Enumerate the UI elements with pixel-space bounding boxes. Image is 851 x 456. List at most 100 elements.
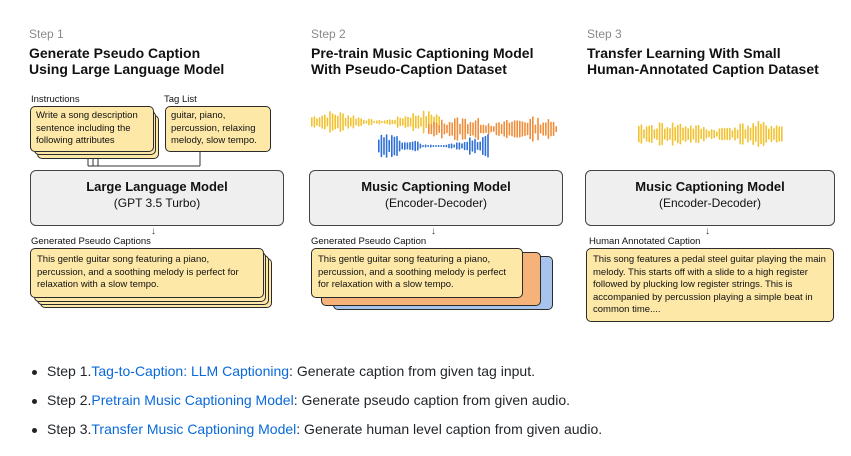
waveform-bar bbox=[368, 118, 370, 126]
waveform-bar bbox=[742, 123, 744, 145]
waveform-bar bbox=[316, 118, 318, 126]
waveform-bar bbox=[318, 117, 321, 127]
waveform-bar bbox=[437, 144, 440, 148]
waveform-bar bbox=[664, 128, 666, 140]
step3-wave-yellow bbox=[638, 121, 783, 147]
waveform-bar bbox=[417, 141, 419, 151]
waveform-bar bbox=[692, 128, 695, 140]
waveform-bar bbox=[666, 126, 669, 142]
waveform-bar bbox=[427, 144, 429, 148]
taglist-text: guitar, piano, percussion, relaxing melo… bbox=[171, 110, 257, 146]
waveform-bar bbox=[697, 124, 700, 144]
waveform-bar bbox=[417, 115, 420, 129]
link-pretrain-model[interactable]: Pretrain Music Captioning Model bbox=[91, 392, 294, 408]
waveform-bar bbox=[529, 118, 531, 140]
step2-title-line1: Pre-train Music Captioning Model bbox=[311, 45, 534, 61]
waveform-bar bbox=[765, 125, 767, 143]
step1-output-note: This gentle guitar song featuring a pian… bbox=[30, 248, 264, 298]
waveform-bar bbox=[653, 129, 656, 139]
waveform-bar bbox=[396, 116, 399, 128]
waveform-bar bbox=[508, 122, 511, 136]
waveform-bar bbox=[326, 117, 329, 127]
waveform-bar bbox=[749, 127, 752, 141]
waveform-bar bbox=[409, 142, 411, 150]
bullet-dot-icon bbox=[32, 428, 37, 433]
waveform-bar bbox=[466, 141, 468, 151]
waveform-bar bbox=[545, 122, 547, 136]
waveform-bar bbox=[453, 144, 455, 148]
waveform-bar bbox=[708, 130, 710, 138]
step1-title-line2: Using Large Language Model bbox=[29, 61, 225, 77]
step1-output-label: Generated Pseudo Captions bbox=[31, 236, 151, 247]
waveform-bar bbox=[674, 127, 676, 141]
waveform-bar bbox=[469, 137, 471, 155]
waveform-bar bbox=[760, 123, 762, 145]
waveform-bar bbox=[723, 128, 726, 140]
waveform-bar bbox=[393, 136, 396, 156]
waveform-bar bbox=[710, 129, 713, 139]
waveform-bar bbox=[513, 120, 516, 138]
waveform-bar bbox=[645, 126, 648, 142]
waveform-bar bbox=[495, 122, 498, 136]
waveform-bar bbox=[656, 128, 658, 140]
waveform-bar bbox=[451, 122, 453, 136]
waveform-bar bbox=[532, 116, 534, 142]
waveform-bar bbox=[459, 123, 461, 135]
waveform-bar bbox=[311, 117, 313, 127]
waveform-bar bbox=[352, 115, 355, 129]
waveform-bar bbox=[472, 122, 474, 136]
waveform-bar bbox=[450, 143, 453, 149]
waveform-bar bbox=[640, 124, 643, 144]
waveform-bar bbox=[503, 121, 505, 137]
waveform-bar bbox=[757, 121, 760, 147]
waveform-bar bbox=[464, 118, 466, 140]
waveform-bar bbox=[337, 115, 339, 129]
step2-output-note: This gentle guitar song featuring a pian… bbox=[311, 248, 523, 298]
waveform-bar bbox=[383, 137, 385, 155]
waveform-bar bbox=[433, 121, 435, 137]
waveform-bar bbox=[419, 143, 422, 149]
waveform-bar bbox=[519, 120, 521, 138]
waveform-bar bbox=[713, 129, 715, 139]
waveform-bar bbox=[350, 117, 352, 127]
bullet-prefix: Step 2. bbox=[47, 392, 92, 408]
waveform-bar bbox=[406, 142, 409, 150]
waveform-bar bbox=[355, 118, 357, 126]
waveform-bar bbox=[373, 120, 375, 124]
waveform-bar bbox=[516, 120, 518, 138]
instructions-text: Write a song description sentence includ… bbox=[36, 110, 138, 146]
waveform-bar bbox=[380, 134, 383, 158]
waveform-bar bbox=[334, 114, 336, 130]
waveform-bar bbox=[493, 126, 495, 132]
waveform-bar bbox=[677, 124, 679, 144]
waveform-bar bbox=[422, 110, 425, 134]
waveform-bar bbox=[458, 142, 461, 150]
waveform-bar bbox=[476, 142, 479, 150]
waveform-bar bbox=[487, 134, 489, 158]
step1-output-text: This gentle guitar song featuring a pian… bbox=[37, 254, 239, 290]
waveform-bar bbox=[404, 142, 406, 150]
link-tag-to-caption[interactable]: Tag-to-Caption: LLM Captioning bbox=[91, 363, 290, 379]
waveform-bar bbox=[487, 123, 490, 135]
waveform-bar bbox=[534, 124, 537, 134]
waveform-bar bbox=[463, 141, 466, 151]
waveform-bar bbox=[474, 138, 476, 154]
waveform-bar bbox=[321, 115, 323, 129]
waveform-bar bbox=[424, 144, 427, 148]
waveform-bar bbox=[414, 140, 416, 152]
waveform-bar bbox=[744, 129, 747, 139]
waveform-bar bbox=[682, 127, 684, 141]
waveform-bar bbox=[651, 124, 653, 144]
waveform-bar bbox=[430, 123, 433, 135]
waveform-bar bbox=[474, 120, 477, 138]
llm-box-title: Large Language Model bbox=[86, 179, 228, 194]
waveform-bar bbox=[716, 131, 718, 137]
llm-box-subtitle: (GPT 3.5 Turbo) bbox=[113, 196, 201, 210]
waveform-bar bbox=[773, 128, 775, 140]
bullet-dot-icon bbox=[32, 399, 37, 404]
waveform-bar bbox=[342, 113, 344, 131]
step2-model-subtitle: (Encoder-Decoder) bbox=[384, 196, 488, 210]
waveform-bar bbox=[409, 117, 412, 127]
waveform-bar bbox=[432, 145, 435, 147]
link-transfer-model[interactable]: Transfer Music Captioning Model bbox=[91, 421, 297, 437]
